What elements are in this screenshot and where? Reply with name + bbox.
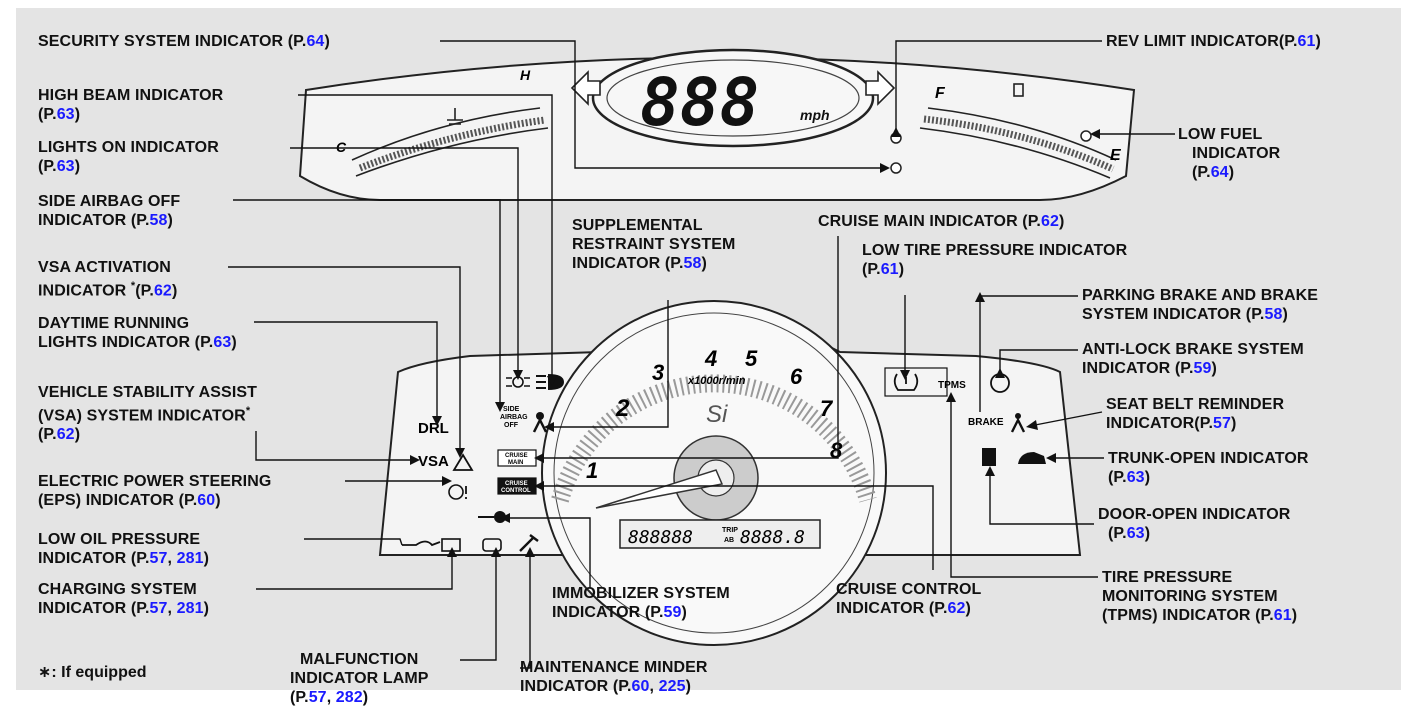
odometer-display xyxy=(619,519,821,549)
trip-ab-label: AB xyxy=(724,537,734,544)
temp-cold-mark: C xyxy=(336,139,347,155)
tach-number-2: 2 xyxy=(615,395,630,422)
label-cruise-main: CRUISE MAIN INDICATOR (P.62) xyxy=(818,213,1065,230)
side-airbag-text-2: AIRBAG xyxy=(500,414,528,421)
low-fuel-lamp xyxy=(1080,130,1092,142)
fuel-bar-gauge xyxy=(923,115,1115,173)
wrench-icon xyxy=(519,534,539,552)
srs-airbag-icon xyxy=(532,412,548,433)
tach-number-5: 5 xyxy=(745,346,758,371)
speed-unit: mph xyxy=(800,107,830,123)
rpm-unit: x1000r/min xyxy=(687,375,746,387)
immobilizer-key-icon xyxy=(478,511,506,523)
brake-icon-text: BRAKE xyxy=(968,417,1004,428)
right-turn-arrow-icon xyxy=(865,70,896,106)
tach-number-7: 7 xyxy=(820,396,834,421)
svg-text:CRUISE: CRUISE xyxy=(505,481,528,487)
label-trunk-open: TRUNK-OPEN INDICATOR(P.63) xyxy=(1108,450,1309,486)
coolant-temp-icon xyxy=(447,108,463,125)
tachometer-needle xyxy=(595,469,724,509)
tach-number-1: 1 xyxy=(586,458,598,483)
temperature-bar-gauge xyxy=(358,116,546,172)
trip-label: TRIP xyxy=(722,527,738,534)
door-open-icon xyxy=(982,448,996,466)
low-oil-icon xyxy=(402,540,441,547)
digital-speed: 888 xyxy=(640,64,759,141)
vsa-activation-icon xyxy=(452,453,474,471)
tach-number-3: 3 xyxy=(652,360,664,385)
label-lights-on: LIGHTS ON INDICATOR(P.63) xyxy=(38,139,219,175)
tach-number-8: 8 xyxy=(830,438,843,463)
side-airbag-text-3: OFF xyxy=(504,422,519,429)
svg-text:MAIN: MAIN xyxy=(508,460,523,466)
tach-number-4: 4 xyxy=(704,346,717,371)
fuel-full-mark: F xyxy=(935,85,946,102)
speedometer-window xyxy=(591,48,875,148)
eps-icon xyxy=(448,484,467,500)
label-vsa-system: VEHICLE STABILITY ASSIST(VSA) SYSTEM IND… xyxy=(38,384,258,444)
temp-hot-mark: H xyxy=(520,67,531,83)
low-tire-pressure-icon xyxy=(893,373,919,391)
drl-icon-text: DRL xyxy=(418,420,449,437)
tach-number-6: 6 xyxy=(790,364,803,389)
fuel-empty-mark: E xyxy=(1110,147,1122,164)
label-door-open: DOOR-OPEN INDICATOR(P.63) xyxy=(1098,506,1291,542)
tpms-icon-text: TPMS xyxy=(938,380,966,391)
left-turn-arrow-icon xyxy=(570,70,601,106)
odometer-value: 888888 xyxy=(628,527,693,548)
leader-arrowheads xyxy=(410,127,1100,557)
svg-text:CONTROL: CONTROL xyxy=(501,488,531,494)
trunk-open-icon xyxy=(1018,452,1046,464)
label-high-beam: HIGH BEAM INDICATOR(P.63) xyxy=(38,87,224,123)
vsa-icon-text: VSA xyxy=(418,453,449,470)
model-badge: Si xyxy=(706,401,728,428)
seat-belt-icon xyxy=(1010,413,1026,433)
label-rev-limit: REV LIMIT INDICATOR(P.61) xyxy=(1106,33,1321,50)
footnote-if-equipped: ∗: If equipped xyxy=(38,664,147,681)
label-eps: ELECTRIC POWER STEERING(EPS) INDICATOR (… xyxy=(38,473,272,509)
label-security-system: SECURITY SYSTEM INDICATOR (P.64) xyxy=(38,33,330,50)
side-airbag-text-1: SIDE xyxy=(503,406,520,413)
trip-value: 8888.8 xyxy=(740,527,805,548)
check-engine-icon xyxy=(482,538,502,552)
svg-text:CRUISE: CRUISE xyxy=(505,453,528,459)
fuel-pump-icon xyxy=(1013,83,1024,97)
label-low-tire-pressure: LOW TIRE PRESSURE INDICATOR(P.61) xyxy=(862,242,1128,278)
security-lamp xyxy=(890,162,902,174)
